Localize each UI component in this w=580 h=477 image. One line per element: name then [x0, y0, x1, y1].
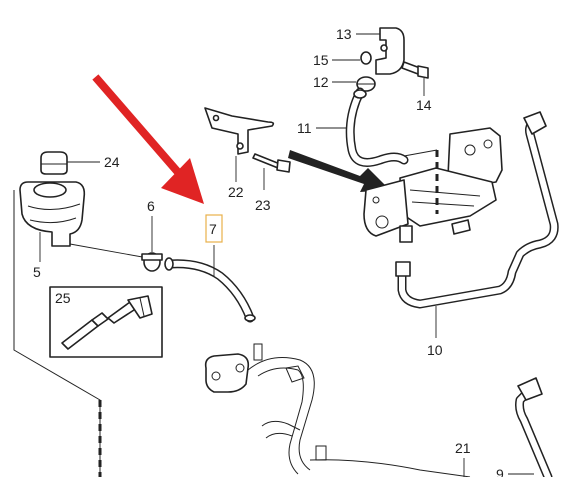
- callout-12[interactable]: 12: [313, 74, 329, 90]
- callout-7-highlight-box: [205, 214, 223, 243]
- callout-11[interactable]: 11: [297, 120, 312, 136]
- callout-10[interactable]: 10: [427, 342, 443, 358]
- engine-lower-pipework: [204, 343, 471, 477]
- black-pointer: [288, 150, 390, 192]
- part-24-reservoir-cap[interactable]: [40, 151, 68, 175]
- part-14-bolt[interactable]: [401, 61, 429, 79]
- part-12-clamp[interactable]: [356, 76, 376, 92]
- part-11-hose[interactable]: [345, 87, 409, 167]
- callout-22[interactable]: 22: [228, 184, 244, 200]
- callout-13[interactable]: 13: [336, 26, 352, 42]
- part-22-bracket[interactable]: [204, 107, 275, 155]
- part-6-hose-clamp[interactable]: [141, 252, 163, 272]
- callout-6[interactable]: 6: [147, 198, 155, 214]
- callout-15[interactable]: 15: [313, 52, 329, 68]
- callout-24[interactable]: 24: [104, 154, 120, 170]
- callout-25[interactable]: 25: [55, 290, 71, 306]
- callout-14[interactable]: 14: [416, 97, 432, 113]
- callout-9[interactable]: 9: [496, 466, 504, 477]
- callout-5[interactable]: 5: [33, 264, 41, 280]
- part-10-coolant-pipe[interactable]: [395, 111, 559, 309]
- callout-23[interactable]: 23: [255, 197, 271, 213]
- egr-cooler-assembly[interactable]: [363, 127, 503, 243]
- leader-egr: [403, 149, 438, 157]
- red-pointer-arrow: [92, 74, 204, 204]
- callout-7[interactable]: 7: [209, 221, 217, 237]
- part-23-bolt[interactable]: [252, 153, 291, 173]
- callout-21[interactable]: 21: [455, 440, 471, 456]
- part-15-o-ring[interactable]: [360, 51, 372, 65]
- part-25-sensor-box[interactable]: [49, 286, 163, 358]
- part-9-coolant-pipe[interactable]: [515, 377, 553, 477]
- part-7-coolant-hose[interactable]: [164, 257, 256, 323]
- leader-tank-to-clamp: [69, 243, 149, 259]
- part-5-expansion-tank[interactable]: [19, 181, 86, 247]
- part-13-outlet-fitting[interactable]: [375, 27, 405, 75]
